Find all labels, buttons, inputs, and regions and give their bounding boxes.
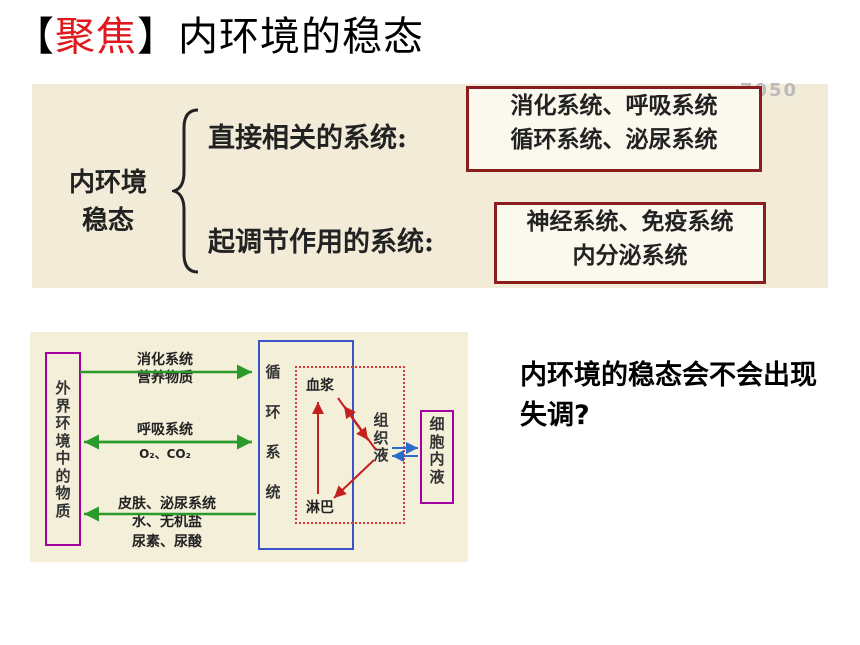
tissue-fluid-label: 组织液 [373, 411, 389, 464]
diagram-arrows [80, 364, 418, 522]
question-text: 内环境的稳态会不会出现失调? [520, 360, 817, 431]
digestive-label: 消化系统 [137, 352, 193, 368]
direct-box-line2: 循环系统、泌尿系统 [510, 126, 718, 153]
systems-panel: 7050 内环境 稳态 直接相关的系统: 消化系统、呼吸系统 循环系统、泌尿系统… [32, 80, 828, 288]
exchange-diagram: 外界环境中的物质 消化系统 营养物质 呼吸系统 O₂、CO₂ 皮肤、泌尿系统 水… [30, 332, 468, 562]
main-label-line2: 稳态 [81, 206, 134, 236]
intracellular-box: 细胞内液 [420, 410, 454, 504]
external-substances-label: 外界环境中的物质 [55, 379, 71, 520]
regulating-box-line2: 内分泌系统 [572, 242, 688, 269]
lymph-label: 淋巴 [306, 500, 334, 516]
direct-systems-box: 消化系统、呼吸系统 循环系统、泌尿系统 [466, 86, 762, 172]
title-bracket-close: 】 [137, 14, 178, 60]
tissue-to-plasma-arrow [343, 405, 377, 451]
regulating-systems-label: 起调节作用的系统: [208, 227, 434, 258]
internal-environment-box [295, 366, 405, 524]
main-label: 内环境 稳态 [60, 164, 156, 240]
main-label-line1: 内环境 [68, 168, 147, 198]
regulating-systems-box: 神经系统、免疫系统 内分泌系统 [494, 202, 766, 284]
direct-box-line1: 消化系统、呼吸系统 [510, 92, 718, 119]
respiratory-label: 呼吸系统 [137, 422, 193, 438]
direct-systems-label: 直接相关的系统: [208, 123, 407, 154]
skin-urinary-label: 皮肤、泌尿系统 [118, 496, 216, 512]
nutrients-label: 营养物质 [137, 370, 193, 386]
water-salt-label: 水、无机盐 [132, 514, 202, 530]
gases-label: O₂、CO₂ [139, 447, 191, 461]
title-highlight: 聚焦 [55, 14, 137, 60]
regulating-box-line1: 神经系统、免疫系统 [526, 208, 734, 235]
plasma-label: 血浆 [306, 378, 334, 394]
intracellular-label: 细胞内液 [429, 415, 445, 486]
page-title: 【聚焦】内环境的稳态 [14, 4, 424, 62]
title-text: 内环境的稳态 [178, 14, 424, 60]
urea-label: 尿素、尿酸 [132, 534, 202, 550]
circulation-box [258, 340, 354, 550]
brace-icon [172, 108, 199, 274]
title-bracket-open: 【 [14, 14, 55, 60]
tissue-to-lymph-arrow [333, 459, 375, 499]
external-substances-box: 外界环境中的物质 [45, 352, 81, 546]
circulation-label: 循环系统 [265, 363, 281, 501]
